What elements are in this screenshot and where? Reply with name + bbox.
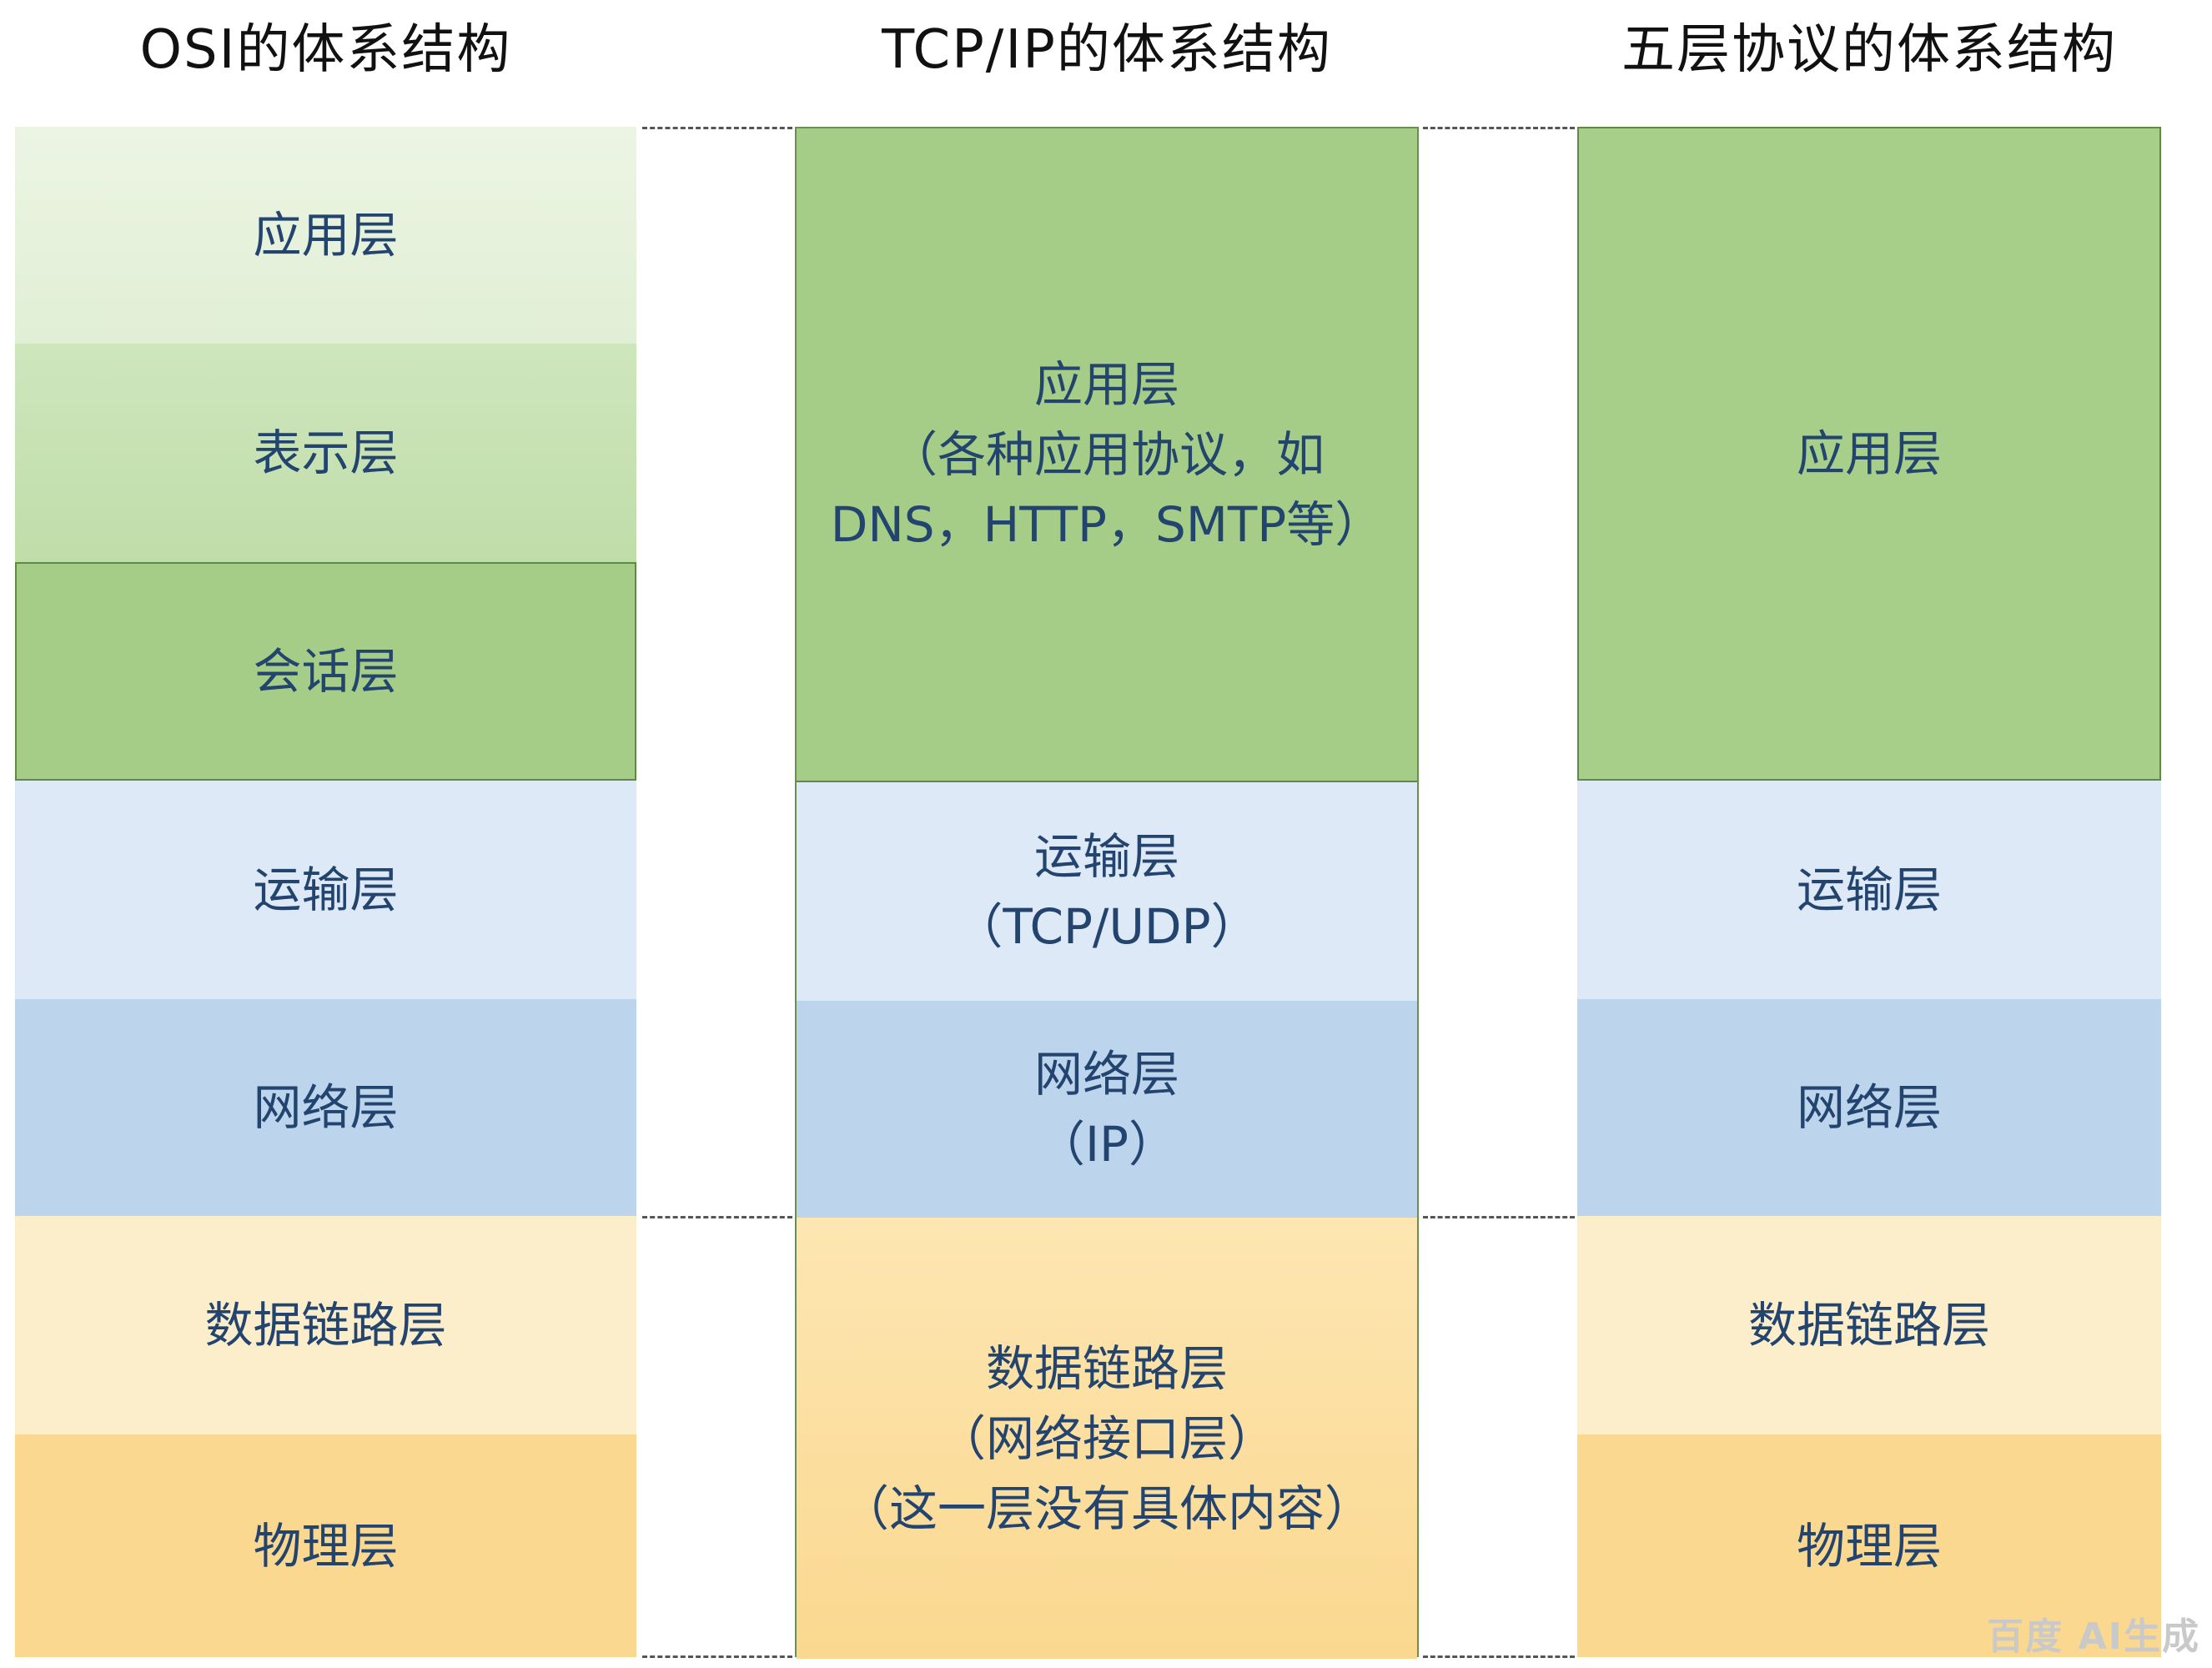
osi-stack: 应用层 表示层 会话层 运输层 网络层 数据链路层 物理层	[15, 127, 636, 1657]
five-layer-stack: 应用层 运输层 网络层 数据链路层 物理层	[1577, 127, 2161, 1657]
five-transport-layer: 运输层	[1577, 781, 2161, 999]
dash-mid-left	[642, 1216, 792, 1218]
osi-transport-layer: 运输层	[15, 781, 636, 999]
dash-top-right	[1423, 127, 1575, 129]
tcpip-network-layer: 网络层 （IP）	[797, 1001, 1417, 1218]
osi-application-label: 应用层	[253, 207, 399, 264]
five-physical-layer: 物理层	[1577, 1434, 2161, 1657]
five-layer-title: 五层协议的体系结构	[1621, 19, 2117, 81]
tcpip-link-label: 数据链路层	[985, 1339, 1228, 1397]
tcpip-application-label: 应用层	[1033, 356, 1179, 413]
osi-physical-layer: 物理层	[15, 1434, 636, 1657]
tcpip-link-note: （这一层没有具体内容）	[840, 1480, 1373, 1537]
tcpip-transport-layer: 运输层 （TCP/UDP）	[797, 782, 1417, 1001]
osi-session-label: 会话层	[253, 643, 399, 700]
dash-mid-right	[1423, 1216, 1575, 1218]
five-application-layer: 应用层	[1577, 127, 2161, 781]
osi-physical-label: 物理层	[253, 1517, 399, 1575]
tcpip-transport-protocols: （TCP/UDP）	[954, 898, 1259, 955]
osi-transport-label: 运输层	[253, 862, 399, 918]
five-network-layer: 网络层	[1577, 999, 2161, 1216]
osi-datalink-label: 数据链路层	[204, 1297, 447, 1354]
osi-application-layer: 应用层	[15, 127, 636, 344]
baidu-ai-watermark: 百度 AI生成	[1987, 1615, 2200, 1658]
dash-bottom-right	[1423, 1655, 1575, 1658]
five-application-label: 应用层	[1796, 425, 1942, 482]
tcpip-transport-label: 运输层	[1033, 828, 1179, 885]
dash-top-left	[642, 127, 792, 129]
tcpip-application-protocols: DNS，HTTP，SMTP等）	[830, 496, 1384, 553]
tcpip-link-alias: （网络接口层）	[937, 1409, 1276, 1467]
five-transport-label: 运输层	[1796, 862, 1942, 918]
dash-bottom-left	[642, 1655, 792, 1658]
osi-network-layer: 网络层	[15, 999, 636, 1216]
osi-presentation-label: 表示层	[253, 425, 399, 481]
osi-datalink-layer: 数据链路层	[15, 1216, 636, 1434]
tcpip-network-label: 网络层	[1033, 1046, 1179, 1103]
five-datalink-layer: 数据链路层	[1577, 1216, 2161, 1434]
osi-network-label: 网络层	[253, 1079, 399, 1136]
osi-title: OSI的体系结构	[139, 19, 512, 81]
five-physical-label: 物理层	[1796, 1517, 1942, 1575]
five-datalink-label: 数据链路层	[1747, 1297, 1990, 1354]
tcpip-stack: 应用层 （各种应用协议，如 DNS，HTTP，SMTP等） 运输层 （TCP/U…	[795, 127, 1419, 1659]
five-network-label: 网络层	[1796, 1079, 1942, 1136]
tcpip-link-layer: 数据链路层 （网络接口层） （这一层没有具体内容）	[797, 1218, 1417, 1659]
osi-presentation-layer: 表示层	[15, 344, 636, 562]
tcpip-title: TCP/IP的体系结构	[882, 19, 1332, 81]
tcpip-network-protocol: （IP）	[1036, 1116, 1178, 1173]
osi-session-layer: 会话层	[15, 562, 636, 781]
tcpip-application-layer: 应用层 （各种应用协议，如 DNS，HTTP，SMTP等）	[797, 128, 1417, 782]
tcpip-application-note: （各种应用协议，如	[888, 426, 1325, 483]
